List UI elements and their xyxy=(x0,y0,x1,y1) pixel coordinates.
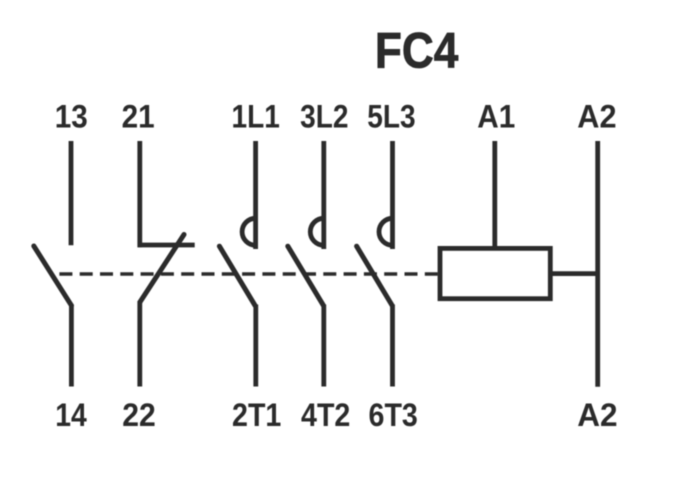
svg-text:A2: A2 xyxy=(577,397,617,433)
svg-text:21: 21 xyxy=(122,98,155,134)
svg-text:5L3: 5L3 xyxy=(367,98,415,134)
svg-text:14: 14 xyxy=(55,397,87,433)
svg-text:4T2: 4T2 xyxy=(301,397,350,433)
svg-text:A2: A2 xyxy=(577,98,616,134)
svg-text:6T3: 6T3 xyxy=(369,397,418,433)
svg-text:22: 22 xyxy=(122,397,156,433)
svg-text:13: 13 xyxy=(55,98,88,134)
svg-text:3L2: 3L2 xyxy=(300,98,348,134)
svg-text:A1: A1 xyxy=(477,98,515,134)
svg-text:FC4: FC4 xyxy=(375,23,459,79)
svg-text:2T1: 2T1 xyxy=(232,397,281,433)
svg-text:1L1: 1L1 xyxy=(232,98,280,134)
